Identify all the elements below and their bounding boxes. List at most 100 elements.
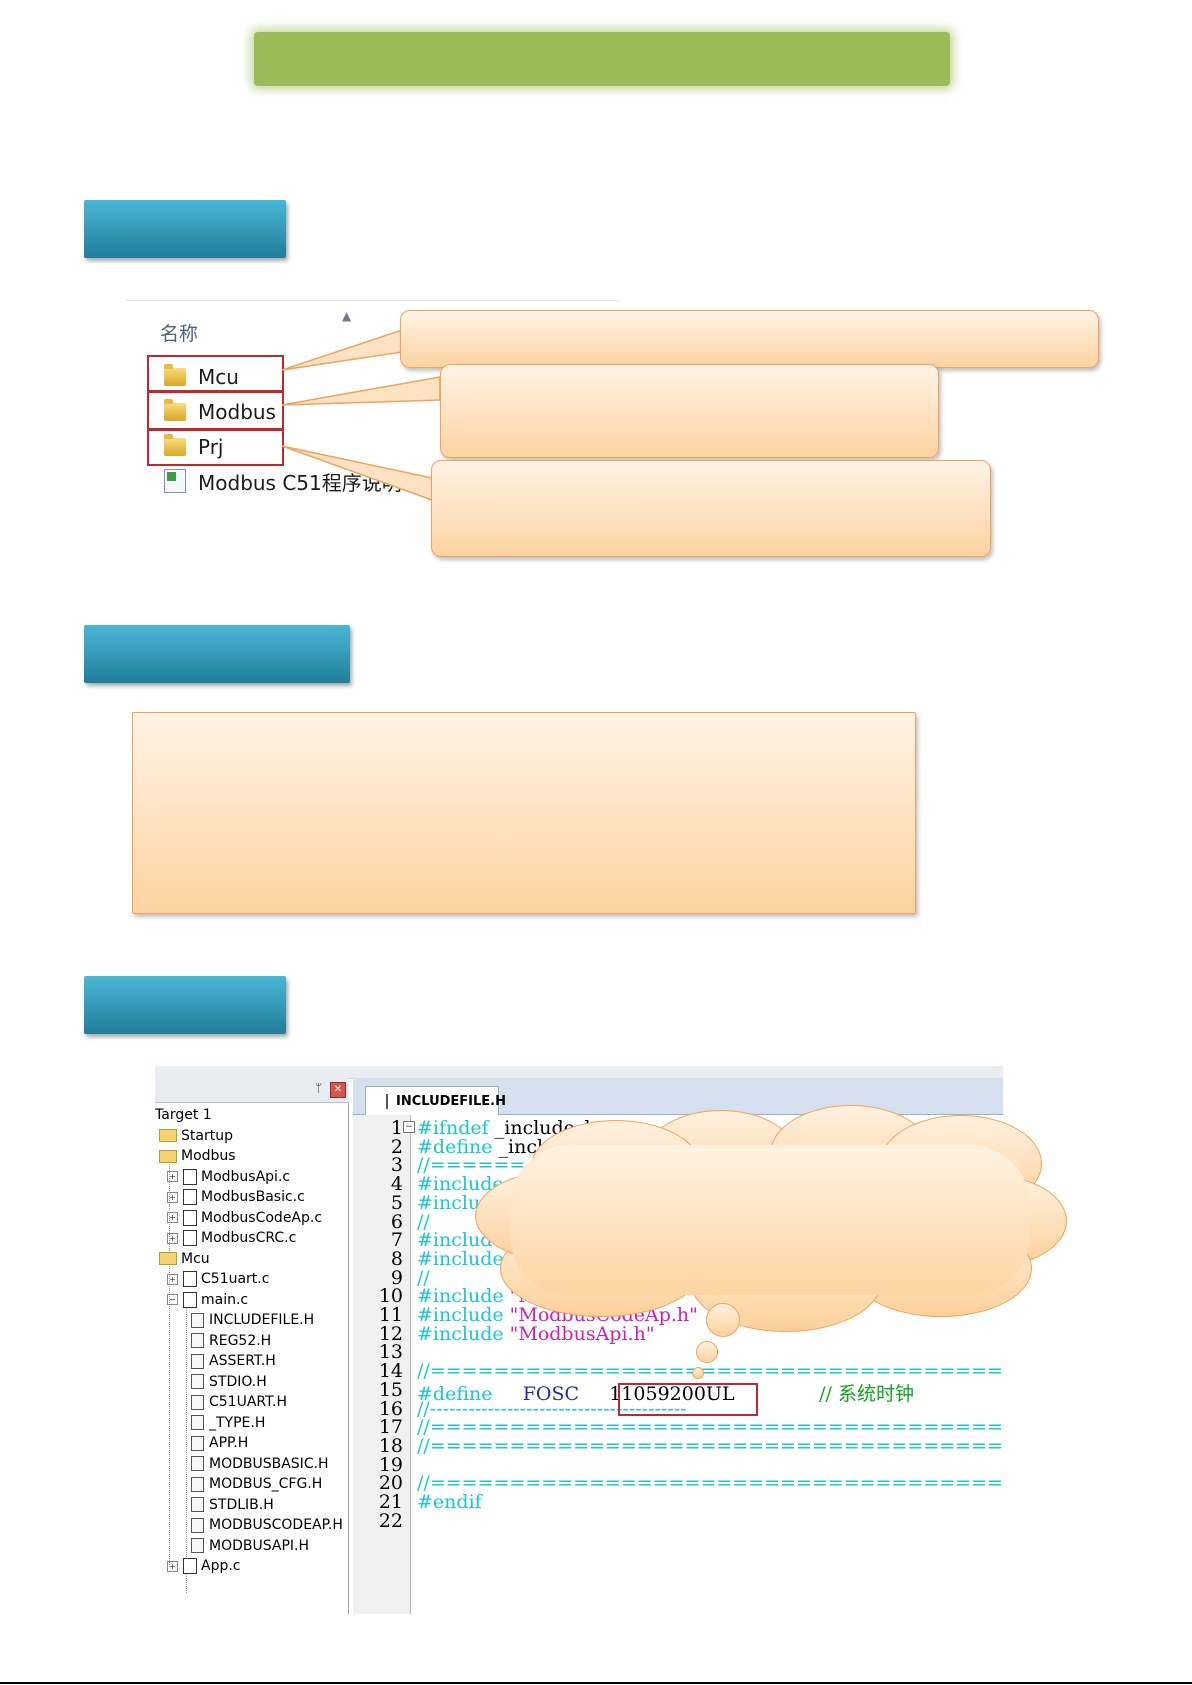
tree-item[interactable]: MODBUSAPI.H xyxy=(191,1536,309,1556)
pin-icon[interactable]: ᛘ xyxy=(315,1081,323,1095)
tree-item-label: C51uart.c xyxy=(201,1271,270,1287)
folder-mcu[interactable]: Mcu xyxy=(164,361,239,393)
code-token: // xyxy=(417,1210,430,1233)
line-number: 5 xyxy=(390,1191,403,1214)
expand-icon[interactable]: + xyxy=(167,1212,178,1223)
folder-prj-label: Prj xyxy=(198,435,224,459)
folder-icon xyxy=(164,399,186,421)
tree-item-label: ModbusCRC.c xyxy=(201,1230,297,1246)
code-token: #define xyxy=(417,1382,493,1405)
code-token: //======================================… xyxy=(417,1434,1003,1457)
tab-includefile[interactable]: INCLUDEFILE.H xyxy=(365,1086,506,1115)
section-3-heading-tab xyxy=(84,976,286,1034)
tree-item-label: Modbus xyxy=(181,1148,236,1164)
document-readme[interactable]: Modbus C51程序说明 xyxy=(164,465,402,497)
source-file-icon xyxy=(183,1189,197,1205)
folder-icon xyxy=(164,434,186,456)
tree-item[interactable]: Target 1 xyxy=(155,1105,212,1125)
cloud-bubble xyxy=(692,1367,704,1379)
tree-item[interactable]: +ModbusApi.c xyxy=(167,1167,290,1187)
line-number: 1 xyxy=(390,1117,403,1139)
tree-item-label: C51UART.H xyxy=(209,1394,287,1410)
name-column-header[interactable]: 名称 xyxy=(160,323,199,345)
source-file-icon xyxy=(183,1271,197,1287)
close-icon[interactable]: ✕ xyxy=(330,1082,346,1098)
line-number: 21 xyxy=(378,1491,403,1513)
tree-item-label: App.c xyxy=(201,1558,241,1574)
header-file-icon xyxy=(191,1435,204,1451)
editor-tab-bar: INCLUDEFILE.H xyxy=(353,1078,1003,1115)
document-readme-label: Modbus C51程序说明 xyxy=(198,470,402,495)
expand-icon[interactable]: + xyxy=(167,1232,178,1244)
expand-icon[interactable]: + xyxy=(167,1273,178,1285)
thought-cloud xyxy=(470,1105,1070,1379)
expand-icon[interactable]: + xyxy=(167,1560,178,1572)
line-number: 14 xyxy=(378,1360,403,1383)
line-number: 16 xyxy=(378,1397,403,1420)
tree-item[interactable]: − main.c xyxy=(167,1290,248,1310)
code-text: //======================================… xyxy=(417,1360,1003,1382)
line-number: 11 xyxy=(378,1304,403,1326)
tree-item[interactable]: ASSERT.H xyxy=(191,1351,276,1371)
code-text: #include "ModbusApi.h" xyxy=(417,1323,655,1345)
line-number: 20 xyxy=(378,1472,403,1495)
folder-mcu-label: Mcu xyxy=(198,365,239,389)
folder-modbus[interactable]: Modbus xyxy=(164,396,276,428)
tree-item[interactable]: + C51uart.c xyxy=(167,1269,269,1289)
tree-item-label: main.c xyxy=(201,1291,249,1308)
tree-item[interactable]: INCLUDEFILE.H xyxy=(191,1310,314,1330)
tree-item[interactable]: C51UART.H xyxy=(191,1392,287,1412)
expand-icon[interactable]: + xyxy=(167,1191,178,1203)
sort-arrow-icon: ▲ xyxy=(342,309,352,323)
tree-item[interactable]: MODBUS_CFG.H xyxy=(191,1474,322,1494)
tree-item-label: MODBUSBASIC.H xyxy=(209,1455,329,1472)
folder-modbus-label: Modbus xyxy=(198,400,276,424)
line-number: 8 xyxy=(390,1247,403,1270)
tree-item[interactable]: Mcu xyxy=(159,1249,210,1269)
tree-item-label: ASSERT.H xyxy=(209,1353,276,1369)
line-number: 13 xyxy=(378,1341,403,1364)
tree-item[interactable]: APP.H xyxy=(191,1433,248,1453)
line-number: 15 xyxy=(378,1378,403,1401)
highlight-box-prj xyxy=(147,429,284,466)
header-file-icon xyxy=(191,1476,204,1492)
line-number: 6 xyxy=(390,1210,403,1233)
collapse-icon[interactable]: − xyxy=(167,1294,178,1305)
code-token: FOSC xyxy=(522,1382,580,1405)
tree-item[interactable]: + App.c xyxy=(167,1556,241,1576)
fold-toggle-icon[interactable]: − xyxy=(403,1121,415,1133)
tree-item[interactable]: STDLIB.H xyxy=(191,1495,274,1515)
description-box xyxy=(132,712,916,914)
tree-item[interactable]: + ModbusCRC.c xyxy=(167,1228,296,1248)
tree-item[interactable]: MODBUSCODEAP.H xyxy=(191,1515,343,1535)
header-file-icon xyxy=(191,1415,204,1430)
tree-item[interactable]: Startup xyxy=(159,1126,233,1146)
tree-item[interactable]: STDIO.H xyxy=(191,1372,267,1392)
code-token: "ModbusApi.h" xyxy=(509,1322,655,1345)
source-file-icon xyxy=(183,1558,197,1574)
code-text: //======================================… xyxy=(417,1435,1003,1457)
tree-item-label: REG52.H xyxy=(209,1332,272,1349)
code-token: #ifndef xyxy=(417,1117,495,1139)
tree-item-label: MODBUSCODEAP.H xyxy=(209,1517,343,1533)
footer-rule xyxy=(0,1682,1192,1684)
tree-guide-line xyxy=(169,1152,170,1567)
section-1-heading-tab xyxy=(84,200,286,258)
tree-item-label: Target 1 xyxy=(155,1107,212,1123)
tree-item[interactable]: MODBUSBASIC.H xyxy=(191,1454,329,1474)
tree-item[interactable]: REG52.H xyxy=(191,1331,271,1351)
expand-icon[interactable]: + xyxy=(167,1171,178,1182)
line-number: 19 xyxy=(378,1453,403,1476)
tab-includefile-label: INCLUDEFILE.H xyxy=(396,1093,507,1109)
header-file-icon xyxy=(191,1353,204,1369)
tree-item[interactable]: +ModbusCodeAp.c xyxy=(167,1208,322,1228)
folder-prj[interactable]: Prj xyxy=(164,431,224,463)
code-token: 11059200UL xyxy=(609,1382,735,1405)
tree-item-label: Mcu xyxy=(181,1250,210,1267)
tree-item[interactable]: Modbus xyxy=(159,1146,236,1166)
tree-item[interactable]: +ModbusBasic.c xyxy=(167,1187,305,1207)
line-number: 3 xyxy=(390,1154,403,1177)
folder-icon xyxy=(159,1149,177,1163)
tree-item[interactable]: _TYPE.H xyxy=(191,1413,265,1433)
